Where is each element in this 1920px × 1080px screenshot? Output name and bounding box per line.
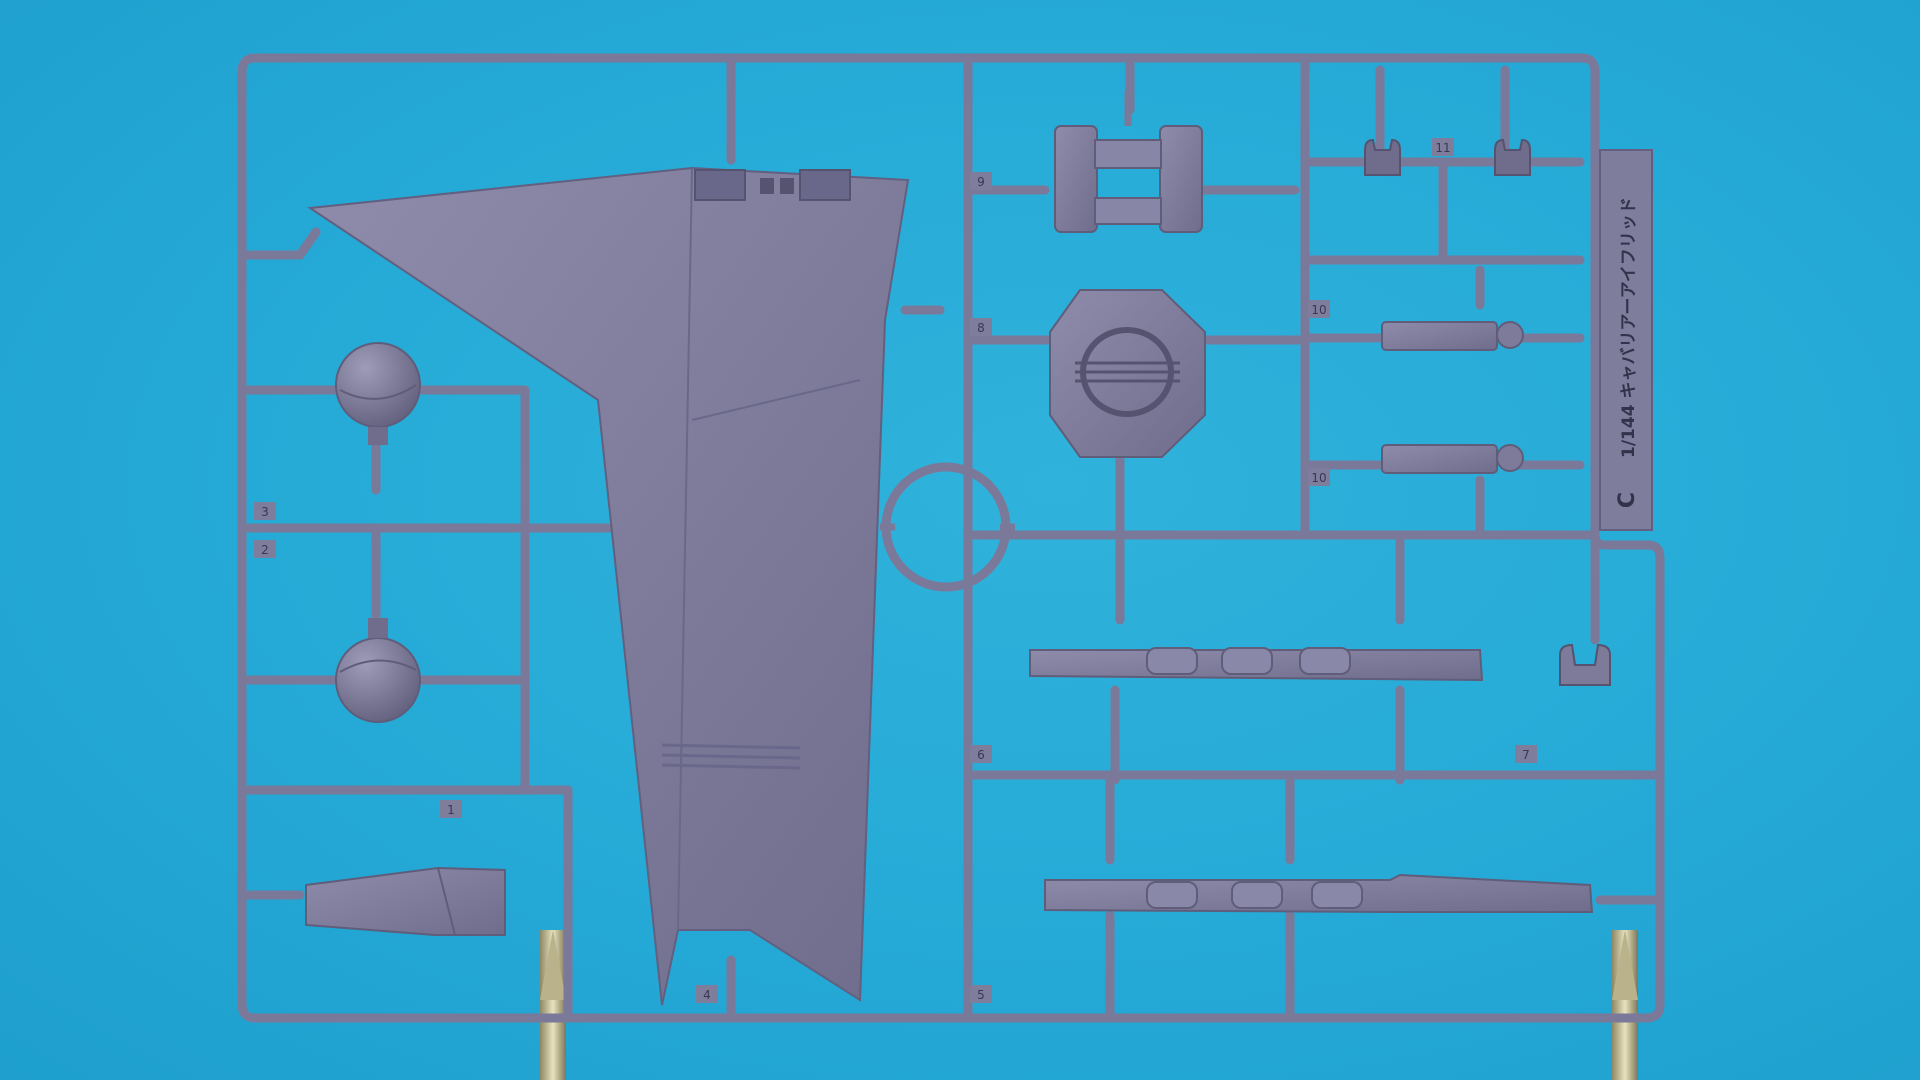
clamp-part <box>1054 90 1203 233</box>
part-number-10a: 10 <box>1311 303 1326 317</box>
part-number-6: 6 <box>977 748 985 762</box>
part-number-9: 9 <box>977 175 985 189</box>
octagon-plate-part <box>1049 289 1206 458</box>
long-bar-part-lower <box>1044 873 1594 913</box>
ring-runner <box>880 462 1015 592</box>
part-number-5: 5 <box>977 988 985 1002</box>
part-number-11: 11 <box>1435 141 1450 155</box>
ball-part-lower <box>335 618 421 723</box>
part-number-tabs: 1 2 3 4 5 6 7 8 9 10 10 11 <box>254 138 1537 1003</box>
hook-parts <box>1364 138 1611 686</box>
runner-frame <box>237 53 1665 1023</box>
part-number-10b: 10 <box>1311 471 1326 485</box>
ball-part-upper <box>335 342 421 445</box>
stand-clip-left <box>540 930 566 1080</box>
part-number-3: 3 <box>261 505 269 519</box>
part-number-1: 1 <box>447 803 455 817</box>
sprue-title: 1/144 キャバリアーアイフリッド <box>1619 197 1639 458</box>
part-number-2: 2 <box>261 543 269 557</box>
wedge-block-part <box>305 866 506 936</box>
wing-part <box>307 166 910 1006</box>
part-number-4: 4 <box>703 988 711 1002</box>
part-number-7: 7 <box>1522 748 1530 762</box>
stand-clip-right <box>1612 930 1638 1080</box>
sprue-letter: C <box>1615 492 1640 508</box>
sprue-label-tab: C 1/144 キャバリアーアイフリッド <box>1599 149 1653 531</box>
bracket-parts <box>1381 321 1524 474</box>
part-number-8: 8 <box>977 321 985 335</box>
long-bar-part-upper <box>1029 647 1484 682</box>
